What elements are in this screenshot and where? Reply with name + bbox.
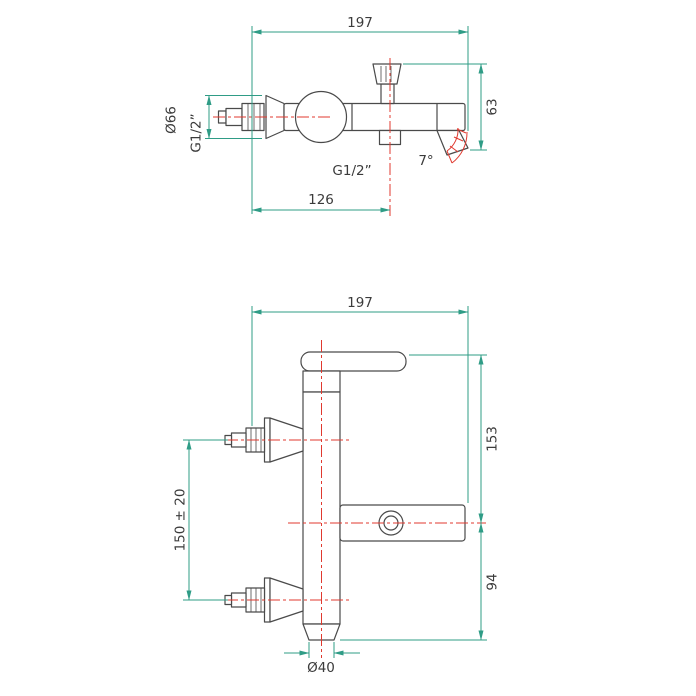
front-view-centerlines bbox=[226, 340, 486, 658]
dim-label-g12-outlet: G1/2” bbox=[332, 163, 371, 179]
front-view-dimensions: 197 153 94 150 ± 20 Ø40 bbox=[173, 295, 501, 676]
diverter-stem bbox=[380, 83, 395, 105]
front-view: 197 153 94 150 ± 20 Ø40 bbox=[173, 295, 501, 676]
top-view-centerlines bbox=[213, 58, 468, 216]
dim-label-126: 126 bbox=[308, 192, 334, 208]
top-view-faucet-outline bbox=[217, 63, 469, 156]
dim-label-150-20: 150 ± 20 bbox=[173, 489, 189, 552]
bottom-outlet bbox=[302, 623, 341, 641]
front-view-faucet-outline bbox=[224, 351, 466, 641]
escutcheon-cone bbox=[265, 94, 285, 140]
dim-label-g12-inlet: G1/2” bbox=[189, 113, 205, 152]
spout-tip bbox=[436, 129, 469, 156]
dim-label-197-front: 197 bbox=[347, 295, 373, 311]
upper-wall-union bbox=[224, 417, 304, 463]
diverter-knob bbox=[372, 63, 402, 85]
top-view: 197 63 Ø66 G1/2” 126 G1/2” 7° bbox=[164, 15, 501, 216]
swivel-arc bbox=[446, 127, 468, 164]
dim-label-7deg: 7° bbox=[418, 153, 433, 169]
dim-label-94: 94 bbox=[485, 573, 501, 590]
dim-label-153: 153 bbox=[485, 426, 501, 452]
dim-label-o40: Ø40 bbox=[307, 660, 335, 676]
dim-label-63: 63 bbox=[485, 98, 501, 115]
top-view-dimensions: 197 63 Ø66 G1/2” 126 G1/2” 7° bbox=[164, 15, 501, 214]
mixer-lever bbox=[300, 351, 407, 372]
dim-label-o66: Ø66 bbox=[164, 106, 180, 134]
dim-label-197-top: 197 bbox=[347, 15, 373, 31]
